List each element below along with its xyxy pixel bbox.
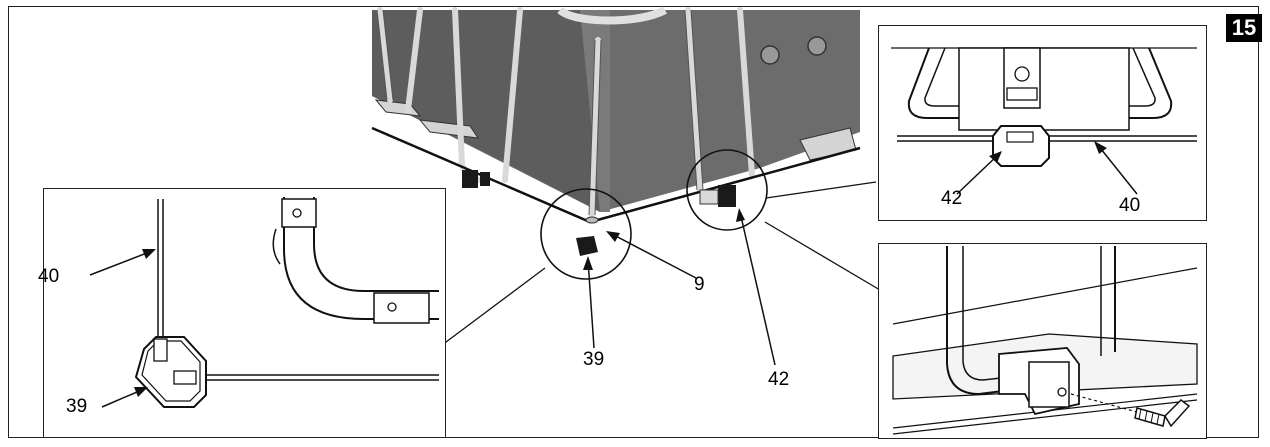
callout-42-top-right: 42 (941, 188, 963, 209)
connector-icon (718, 185, 736, 207)
callout-40-top-right: 40 (1119, 195, 1141, 216)
callout-40: 40 (38, 266, 60, 287)
detail-panel-left: 40 39 (38, 188, 446, 438)
valve-icon (760, 45, 780, 65)
detail-panel-bottom-right (878, 243, 1207, 439)
callout-9: 9 (694, 274, 705, 295)
figure-frame (8, 6, 1259, 438)
connector-icon (462, 170, 478, 188)
callout-39-main: 39 (583, 349, 605, 370)
pool-wall-front (372, 10, 600, 212)
connector-icon (576, 236, 598, 256)
detail-panel-top-right: 42 40 (878, 25, 1207, 221)
callout-39: 39 (66, 396, 88, 417)
magnifier-circle (686, 149, 768, 231)
magnifier-circle (540, 188, 632, 280)
step-number-badge: 15 (1226, 14, 1262, 42)
valve-icon (807, 36, 827, 56)
callout-42-main: 42 (768, 369, 790, 390)
